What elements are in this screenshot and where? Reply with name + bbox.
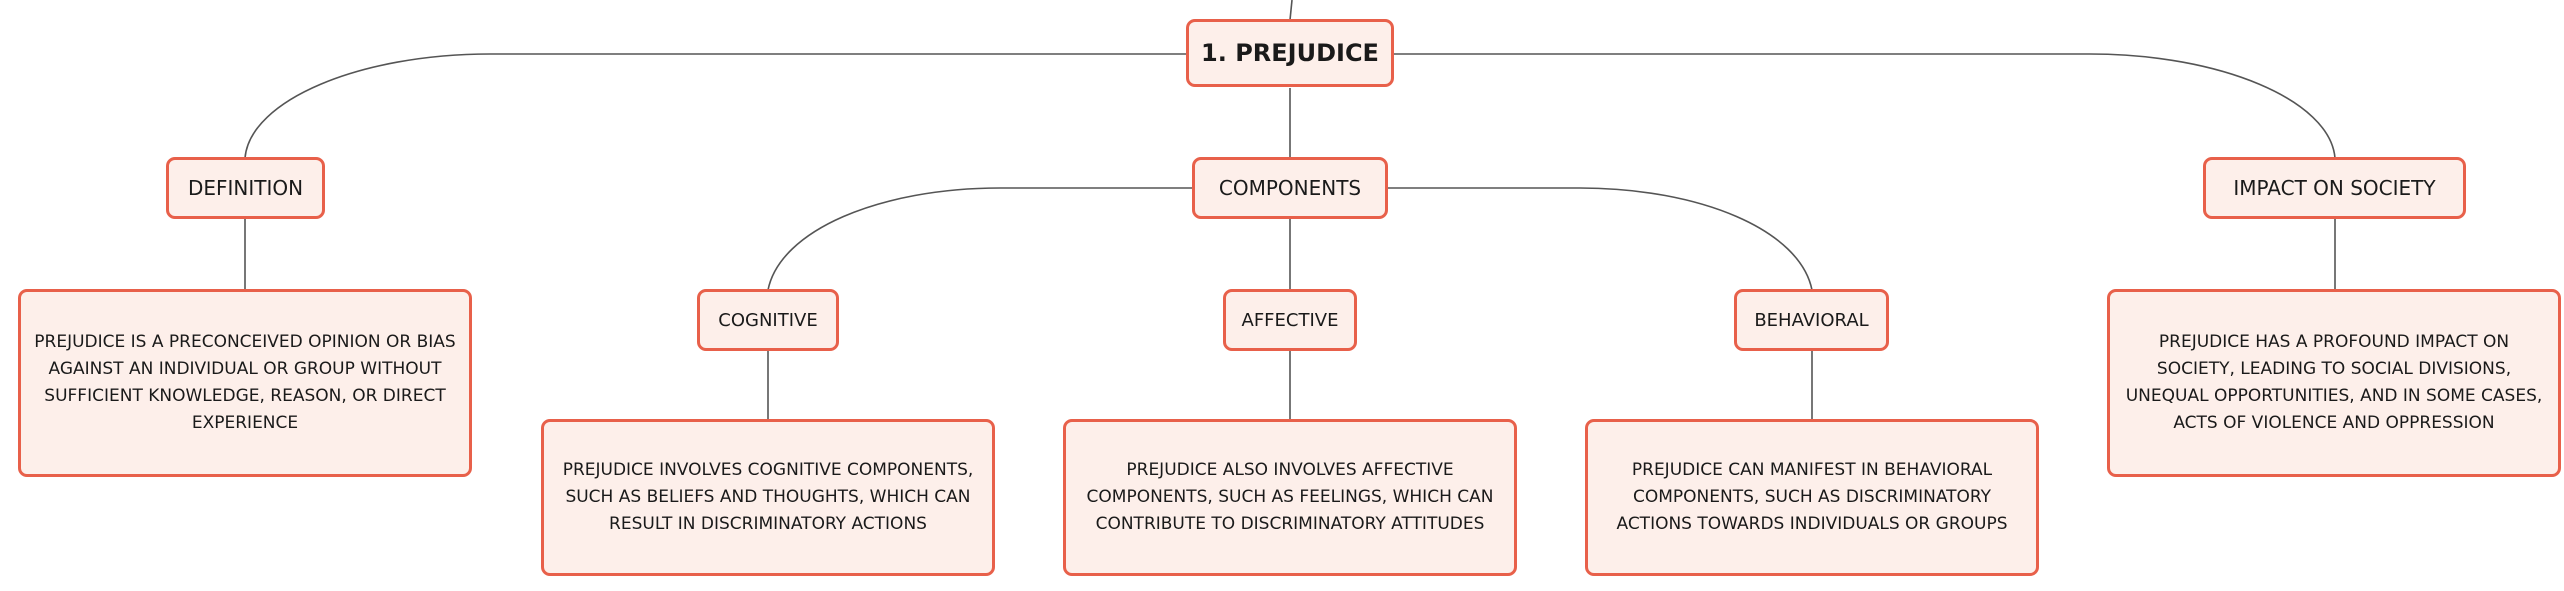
cognitive-text-node[interactable]: PREJUDICE INVOLVES COGNITIVE COMPONENTS,… xyxy=(541,419,995,576)
cognitive-node[interactable]: COGNITIVE xyxy=(697,289,839,351)
affective-node[interactable]: AFFECTIVE xyxy=(1223,289,1357,351)
behavioral-text-node[interactable]: PREJUDICE CAN MANIFEST IN BEHAVIORAL COM… xyxy=(1585,419,2039,576)
affective-text: PREJUDICE ALSO INVOLVES AFFECTIVE COMPON… xyxy=(1086,460,1494,534)
definition-node[interactable]: DEFINITION xyxy=(166,157,325,219)
affective-text-node[interactable]: PREJUDICE ALSO INVOLVES AFFECTIVE COMPON… xyxy=(1063,419,1517,576)
behavioral-text: PREJUDICE CAN MANIFEST IN BEHAVIORAL COM… xyxy=(1616,460,2008,534)
connector-root-to-definition xyxy=(244,53,1188,159)
connector-components-to-behavioral xyxy=(1387,187,1813,291)
definition-label: DEFINITION xyxy=(187,176,304,200)
root-node[interactable]: 1. PREJUDICE xyxy=(1186,19,1394,87)
connector-root-to-impact xyxy=(1392,53,2336,159)
impact-text-node[interactable]: PREJUDICE HAS A PROFOUND IMPACT ON SOCIE… xyxy=(2107,289,2561,477)
impact-on-society-node[interactable]: IMPACT ON SOCIETY xyxy=(2203,157,2466,219)
connector-components-to-cognitive xyxy=(767,187,1193,291)
connector-parent-to-root xyxy=(1289,0,1293,21)
cognitive-label: COGNITIVE xyxy=(718,309,818,331)
definition-text: PREJUDICE IS A PRECONCEIVED OPINION OR B… xyxy=(34,332,456,433)
components-label: COMPONENTS xyxy=(1218,176,1362,200)
cognitive-text: PREJUDICE INVOLVES COGNITIVE COMPONENTS,… xyxy=(562,460,974,534)
affective-label: AFFECTIVE xyxy=(1241,309,1339,331)
components-node[interactable]: COMPONENTS xyxy=(1192,157,1388,219)
root-label: 1. PREJUDICE xyxy=(1201,39,1379,67)
behavioral-node[interactable]: BEHAVIORAL xyxy=(1734,289,1889,351)
behavioral-label: BEHAVIORAL xyxy=(1754,309,1869,331)
definition-text-node[interactable]: PREJUDICE IS A PRECONCEIVED OPINION OR B… xyxy=(18,289,472,477)
impact-label: IMPACT ON SOCIETY xyxy=(2233,176,2436,200)
impact-text: PREJUDICE HAS A PROFOUND IMPACT ON SOCIE… xyxy=(2125,332,2543,433)
